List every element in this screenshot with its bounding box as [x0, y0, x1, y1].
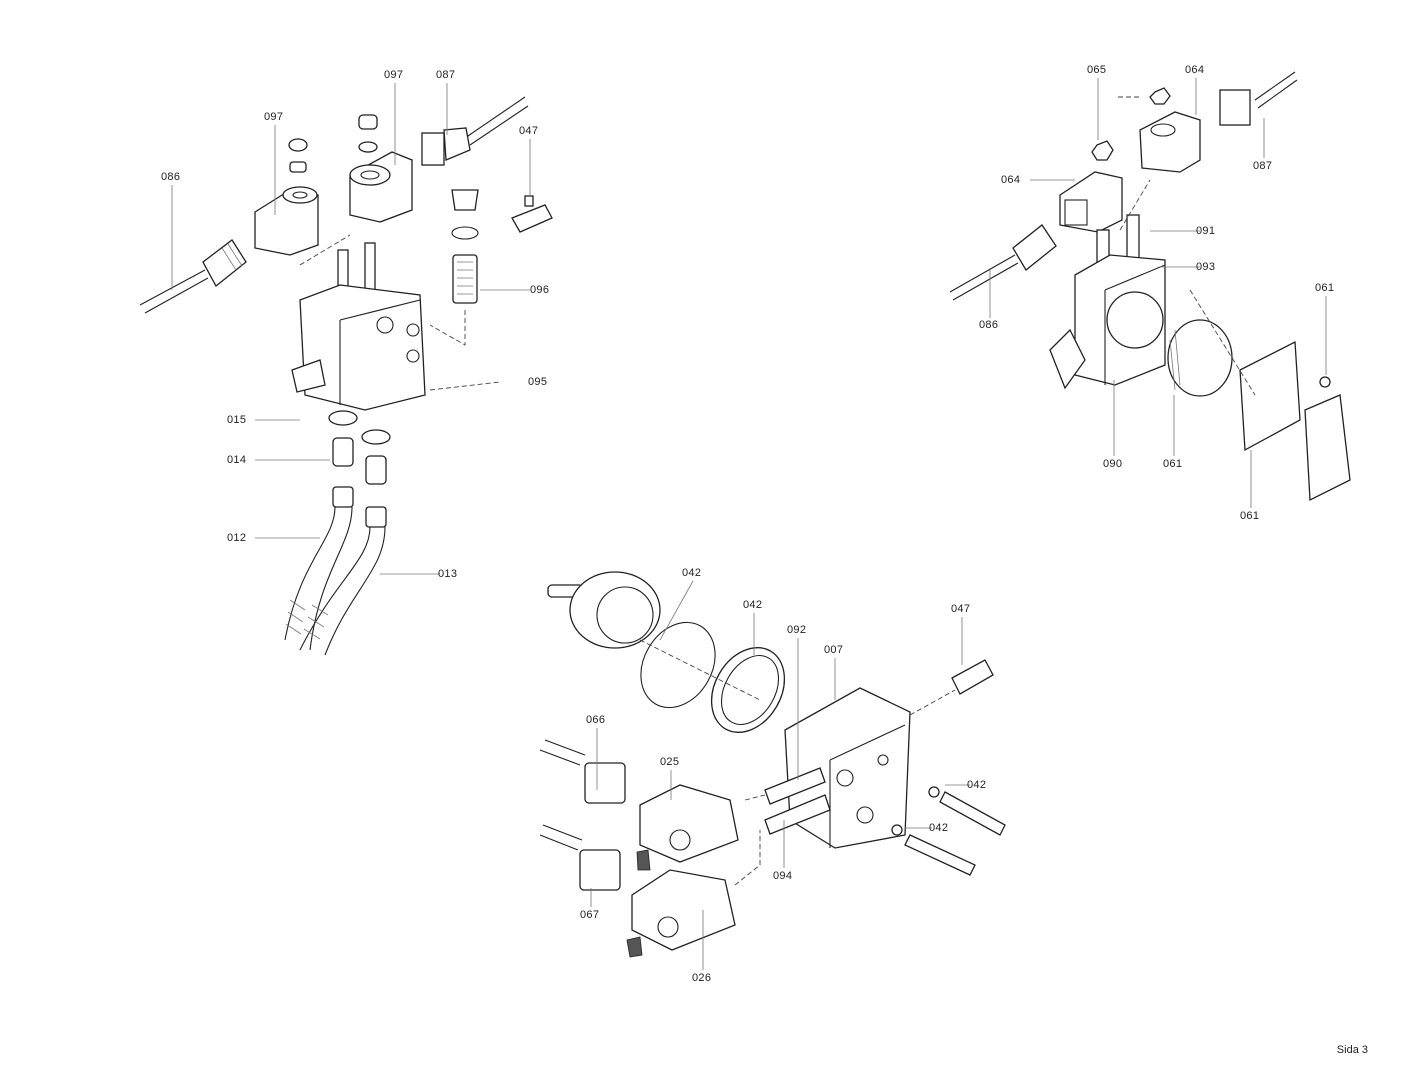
- part-label-086: 086: [979, 319, 999, 331]
- part-label-042: 042: [967, 779, 987, 791]
- part-label-092: 092: [787, 624, 807, 636]
- part-label-065: 065: [1087, 64, 1107, 76]
- part-label-042: 042: [743, 599, 763, 611]
- part-label-042: 042: [929, 822, 949, 834]
- part-label-013: 013: [438, 568, 458, 580]
- part-label-090: 090: [1103, 458, 1123, 470]
- connector-087: [421, 96, 529, 166]
- part-label-047: 047: [519, 125, 539, 137]
- part-label-097: 097: [264, 111, 284, 123]
- part-label-094: 094: [773, 870, 793, 882]
- coil-097-center: [349, 114, 413, 223]
- part-label-096: 096: [530, 284, 550, 296]
- part-label-064: 064: [1001, 174, 1021, 186]
- left-pump-assembly: [139, 83, 553, 656]
- part-label-066: 066: [586, 714, 606, 726]
- fittings-015-014-012-013: [284, 410, 391, 656]
- part-label-095: 095: [528, 376, 548, 388]
- part-label-067: 067: [580, 909, 600, 921]
- page-number: Sida 3: [1336, 1044, 1368, 1056]
- part-label-012: 012: [227, 532, 247, 544]
- part-label-087: 087: [436, 69, 456, 81]
- filter-096: [429, 189, 479, 346]
- part-label-091: 091: [1196, 225, 1216, 237]
- part-label-061: 061: [1315, 282, 1335, 294]
- part-label-015: 015: [227, 414, 247, 426]
- part-label-097: 097: [384, 69, 404, 81]
- coil-097-left: [254, 138, 319, 256]
- part-label-007: 007: [824, 644, 844, 656]
- part-label-026: 026: [692, 972, 712, 984]
- part-label-025: 025: [660, 756, 680, 768]
- pump-body-095: [291, 234, 501, 411]
- fitting-047: [511, 195, 553, 233]
- part-label-061: 061: [1163, 458, 1183, 470]
- leader-lines-left: [171, 83, 531, 575]
- part-label-087: 087: [1253, 160, 1273, 172]
- part-label-047: 047: [951, 603, 971, 615]
- part-label-064: 064: [1185, 64, 1205, 76]
- right-pump-assembly: [949, 71, 1351, 508]
- part-label-042: 042: [682, 567, 702, 579]
- part-label-061: 061: [1240, 510, 1260, 522]
- bottom-valve-assembly: [539, 571, 1006, 970]
- cable-086: [139, 239, 247, 314]
- part-label-014: 014: [227, 454, 247, 466]
- part-label-086: 086: [161, 171, 181, 183]
- part-label-093: 093: [1196, 261, 1216, 273]
